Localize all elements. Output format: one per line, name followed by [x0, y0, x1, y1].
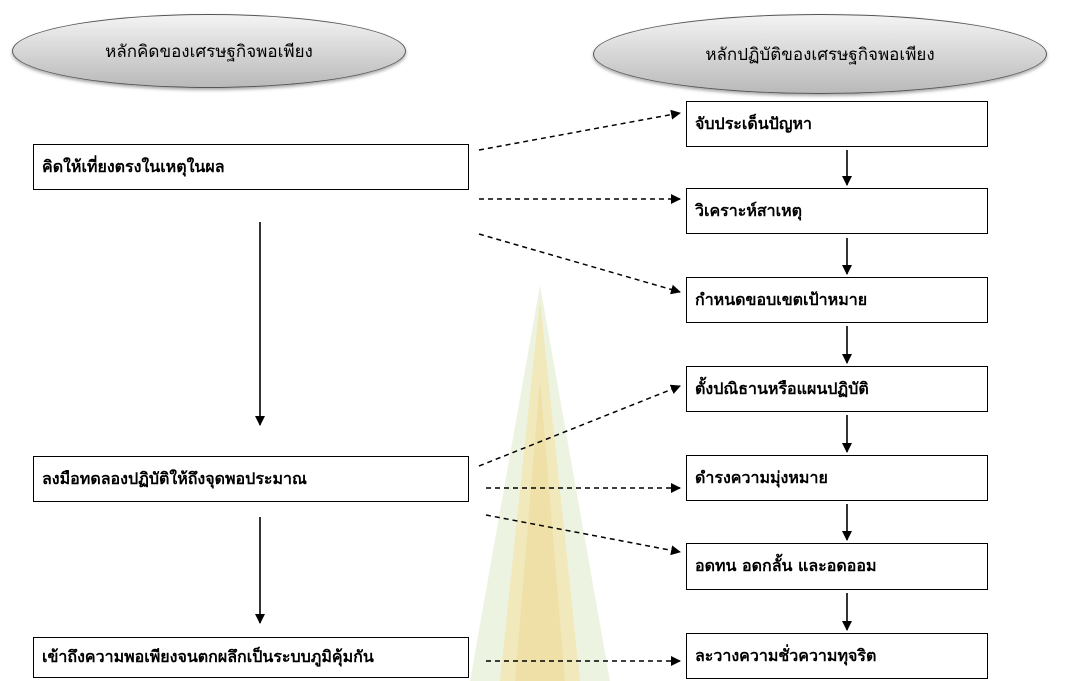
right-box-2: วิเคราะห์สาเหตุ	[686, 188, 988, 234]
right-box-7: ละวางความชั่วความทุจริต	[686, 633, 988, 679]
left-box-2-label: ลงมือทดลองปฏิบัติให้ถึงจุดพอประมาณ	[42, 468, 307, 488]
right-box-6: อดทน อดกลั้น และอดออม	[686, 543, 988, 590]
right-box-6-label: อดทน อดกลั้น และอดออม	[695, 556, 877, 575]
left-box-1: คิดให้เที่ยงตรงในเหตุในผล	[33, 144, 469, 190]
right-box-4: ตั้งปณิธานหรือแผนปฏิบัติ	[686, 366, 988, 412]
right-box-5-label: ดำรงความมุ่งหมาย	[695, 467, 828, 487]
right-box-7-label: ละวางความชั่วความทุจริต	[695, 645, 877, 665]
right-box-1: จับประเด็นปัญหา	[686, 101, 988, 147]
right-box-4-label: ตั้งปณิธานหรือแผนปฏิบัติ	[695, 378, 869, 398]
left-header-label: หลักคิดของเศรษฐกิจพอเพียง	[105, 41, 313, 62]
dashed-arrow-6	[485, 514, 681, 556]
left-box-3-label: เข้าถึงความพอเพียงจนตกผลึกเป็นระบบภูมิคุ…	[42, 647, 374, 666]
right-box-5: ดำรงความมุ่งหมาย	[686, 455, 988, 501]
right-box-3-label: กำหนดขอบเขตเป้าหมาย	[695, 289, 868, 309]
left-header-ellipse: หลักคิดของเศรษฐกิจพอเพียง	[12, 14, 406, 88]
right-box-3: กำหนดขอบเขตเป้าหมาย	[686, 277, 988, 323]
right-header-ellipse: หลักปฏิบัติของเศรษฐกิจพอเพียง	[593, 14, 1047, 94]
right-box-1-label: จับประเด็นปัญหา	[695, 113, 812, 133]
right-header-label: หลักปฏิบัติของเศรษฐกิจพอเพียง	[705, 44, 935, 65]
right-box-2-label: วิเคราะห์สาเหตุ	[695, 200, 803, 220]
dashed-arrow-4	[478, 384, 681, 467]
left-box-3: เข้าถึงความพอเพียงจนตกผลึกเป็นระบบภูมิคุ…	[33, 637, 469, 678]
left-box-1-label: คิดให้เที่ยงตรงในเหตุในผล	[42, 156, 225, 176]
dashed-arrow-3	[478, 233, 681, 295]
left-box-2: ลงมือทดลองปฏิบัติให้ถึงจุดพอประมาณ	[33, 456, 469, 502]
dashed-arrow-1	[478, 109, 681, 151]
